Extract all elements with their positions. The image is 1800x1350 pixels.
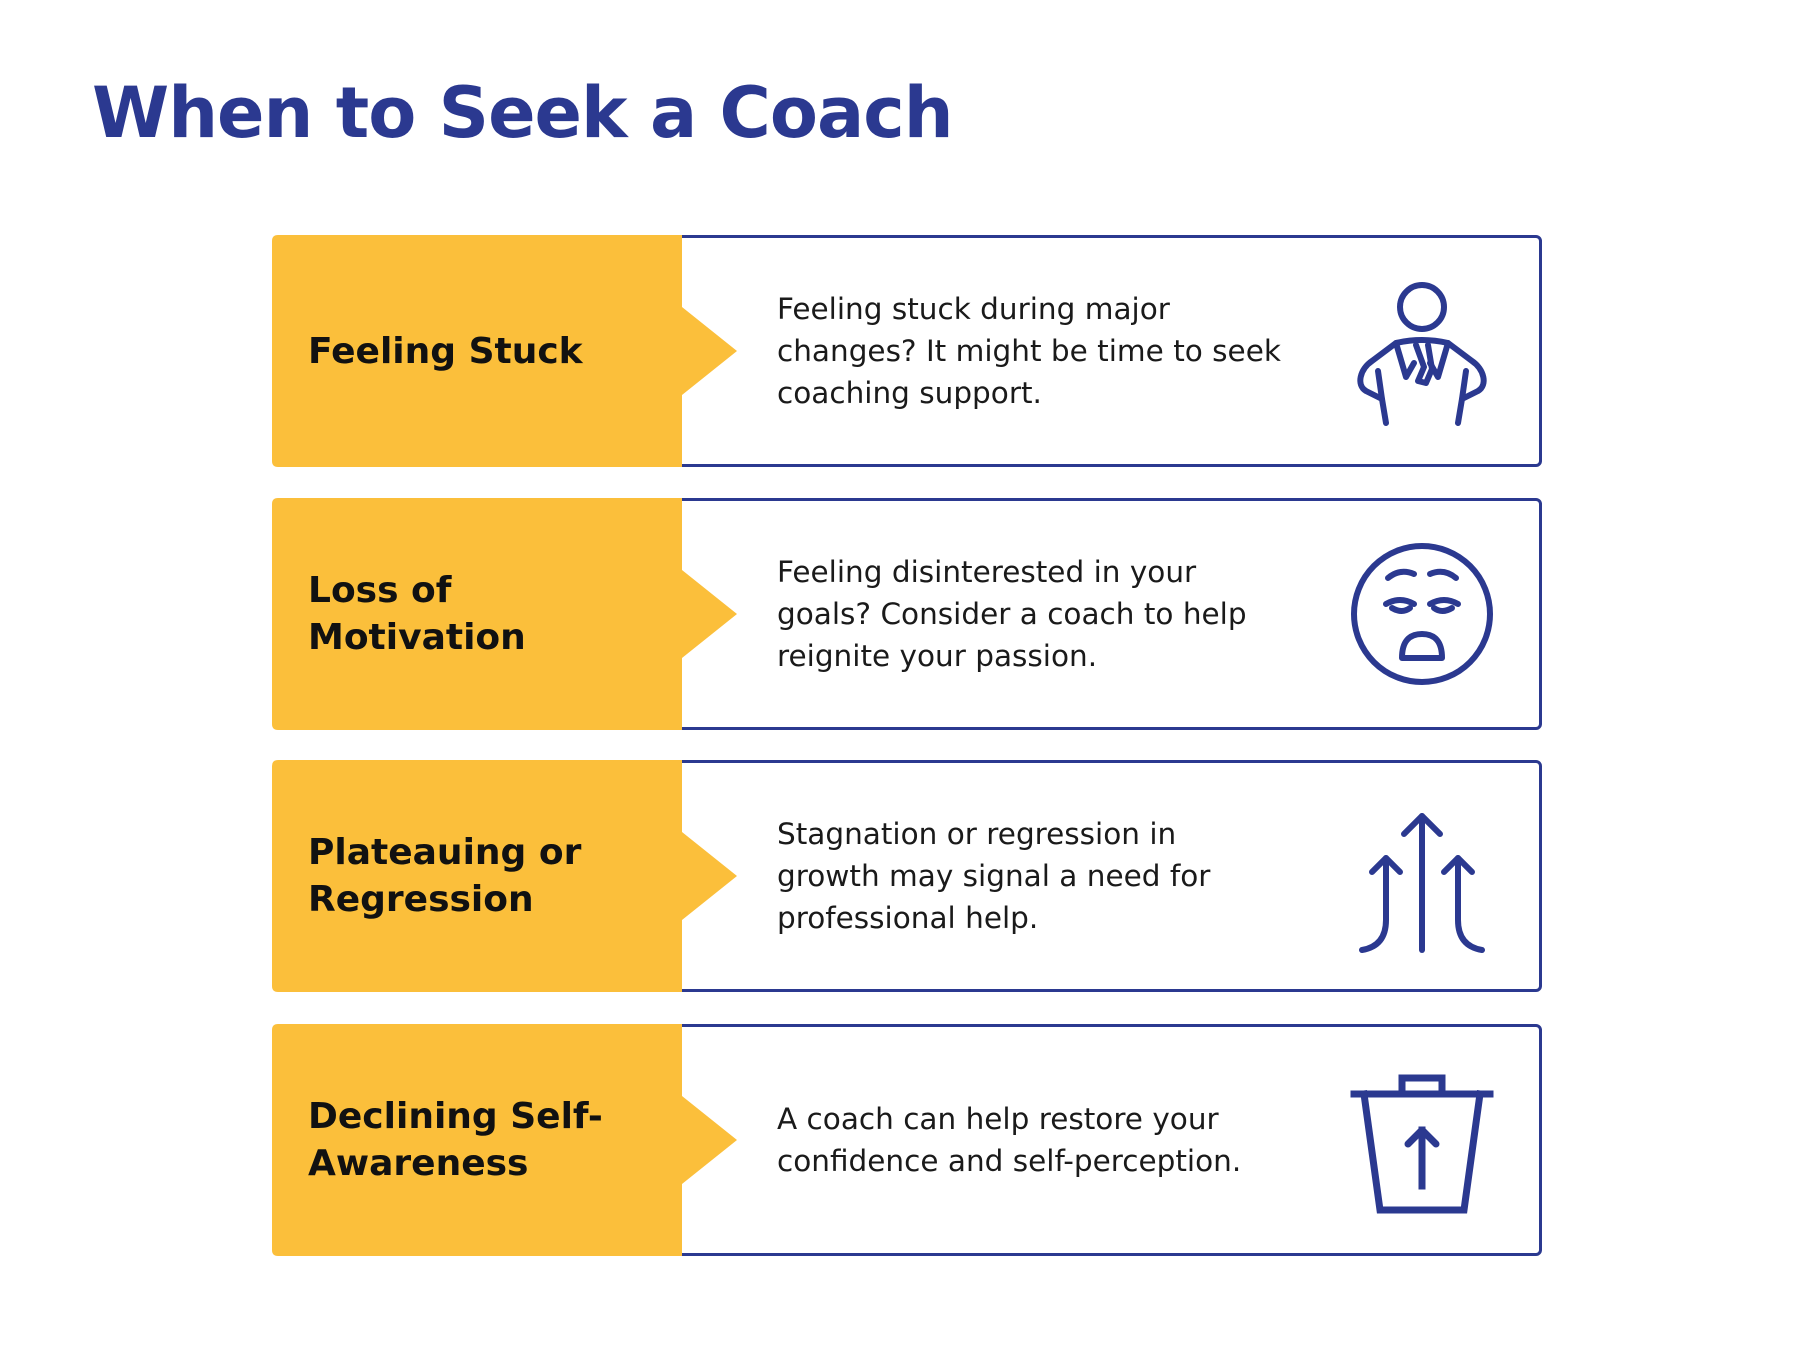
coach-reason-card-declining-self-awareness: Declining Self-Awareness A coach can hel… xyxy=(272,1024,1542,1256)
three-up-arrows-icon xyxy=(1342,796,1502,956)
trash-can-up-arrow-icon xyxy=(1342,1060,1502,1220)
label-tag: Feeling Stuck xyxy=(272,235,742,467)
card-outline xyxy=(642,1024,1542,1256)
card-label: Plateauing or Regression xyxy=(308,832,582,920)
coach-reason-card-plateauing-or-regression: Plateauing or Regression Stagnation or r… xyxy=(272,760,1542,992)
card-description: Feeling disinterested in your goals? Con… xyxy=(777,555,1247,673)
coach-reason-card-loss-of-motivation: Loss of Motivation Feeling disinterested… xyxy=(272,498,1542,730)
card-outline xyxy=(642,498,1542,730)
card-label: Feeling Stuck xyxy=(308,330,583,372)
card-outline xyxy=(642,760,1542,992)
card-label: Declining Self-Awareness xyxy=(308,1096,603,1184)
label-tag: Loss of Motivation xyxy=(272,498,742,730)
page-title: When to Seek a Coach xyxy=(92,72,954,154)
card-description: A coach can help restore your confidence… xyxy=(777,1102,1242,1178)
card-description: Feeling stuck during major changes? It m… xyxy=(777,292,1281,410)
label-tag: Plateauing or Regression xyxy=(272,760,742,992)
person-hands-on-hips-icon xyxy=(1342,271,1502,431)
card-description: Stagnation or regression in growth may s… xyxy=(777,817,1211,935)
coach-reason-card-feeling-stuck: Feeling Stuck Feeling stuck during major… xyxy=(272,235,1542,467)
card-label: Loss of Motivation xyxy=(308,570,526,658)
card-outline xyxy=(642,235,1542,467)
sad-tired-face-icon xyxy=(1342,534,1502,694)
label-tag: Declining Self-Awareness xyxy=(272,1024,742,1256)
